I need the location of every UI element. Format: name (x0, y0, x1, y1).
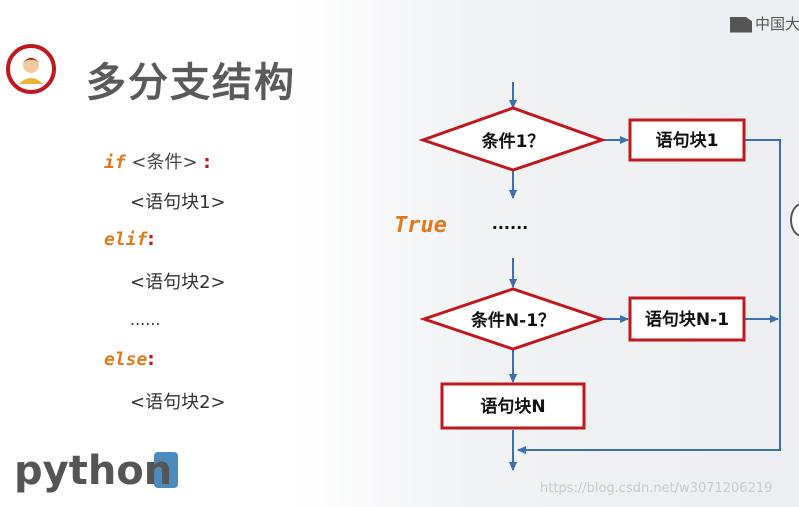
process-block1 (628, 118, 746, 162)
code-line-if: if <条件> : (104, 148, 211, 174)
code-colon: : (147, 349, 155, 370)
process-blockN-label: 语句块N (480, 396, 545, 417)
code-block2b: <语句块2> (130, 392, 226, 413)
code-block2a: <语句块2> (130, 272, 226, 293)
code-block1: <语句块1> (130, 192, 226, 213)
true-label: True (394, 213, 447, 238)
svg-text:python: python (14, 448, 172, 494)
code-line-block2b: <语句块2> (130, 388, 226, 414)
code-colon: : (203, 152, 211, 173)
code-line-block1: <语句块1> (130, 188, 226, 214)
person-icon (14, 52, 48, 86)
process-blockN1 (628, 296, 746, 342)
flow-ellipsis: ...... (492, 214, 528, 233)
process-blockN1-label: 语句块N-1 (645, 309, 729, 330)
keyword-if: if (104, 152, 126, 173)
arrow-merge-right (517, 139, 781, 454)
decision-cond1-label: 条件1？ (481, 131, 545, 152)
brand-label: 中国大 (730, 13, 799, 34)
code-condition: <条件> (131, 152, 198, 173)
process-block1-label: 语句块1 (656, 130, 719, 151)
avatar (6, 44, 56, 94)
keyword-else: else (104, 349, 148, 370)
code-line-elif: elif: (104, 229, 155, 250)
python-logo: python (10, 446, 180, 500)
code-line-else: else: (104, 349, 155, 370)
decision-condN1 (419, 287, 607, 351)
code-line-ellipsis: ...... (130, 310, 161, 329)
book-icon (730, 16, 752, 33)
keyword-elif: elif (104, 229, 148, 250)
decision-condN1-label: 条件N-1？ (470, 310, 555, 331)
decision-cond1 (418, 106, 607, 172)
code-line-block2a: <语句块2> (130, 268, 226, 294)
page-title: 多分支结构 (86, 60, 296, 106)
python-logo-graphic: python (14, 448, 178, 494)
process-blockN (440, 382, 586, 430)
code-colon: : (147, 229, 155, 250)
watermark-url: https://blog.csdn.net/w3071206219 (540, 481, 773, 496)
code-ellipsis: ...... (130, 310, 161, 329)
brand-text: 中国大 (755, 15, 799, 33)
